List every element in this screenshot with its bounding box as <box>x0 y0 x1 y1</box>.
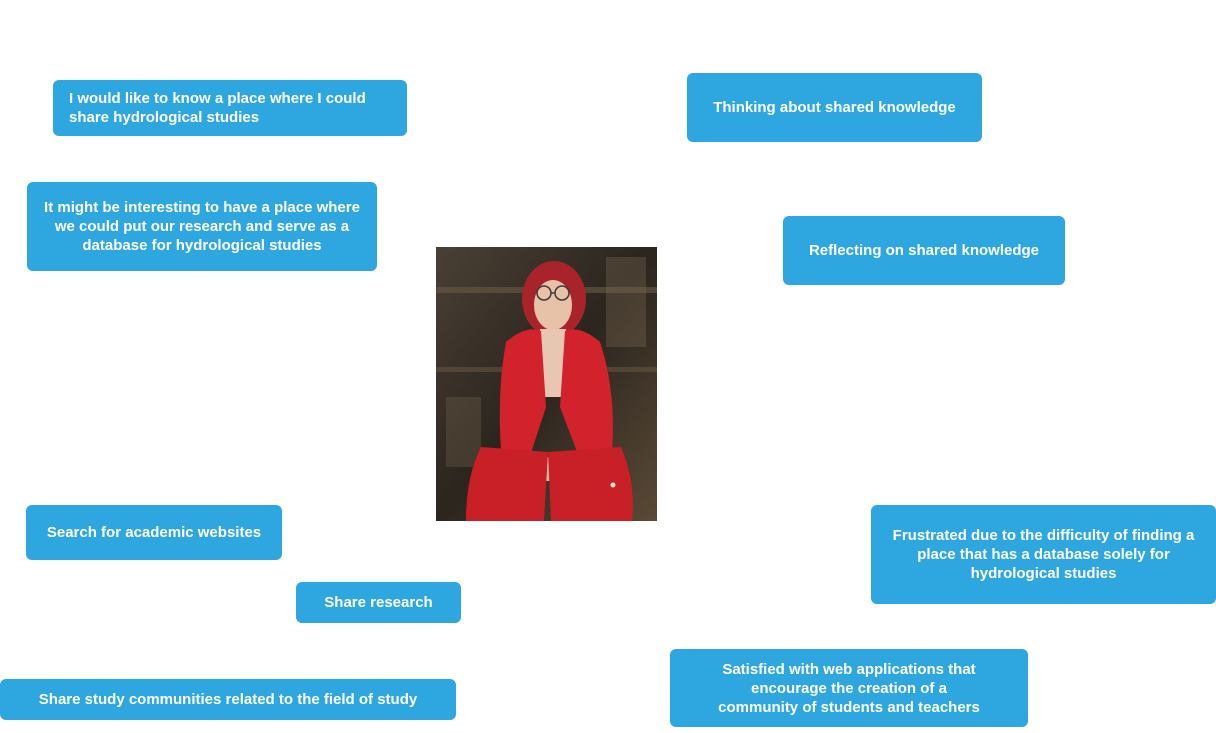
note-feels-frustrated: Frustrated due to the difficulty of find… <box>871 505 1216 604</box>
note-says-database-place: It might be interesting to have a place … <box>27 182 377 271</box>
persona-portrait-image <box>436 247 657 521</box>
note-text: Frustrated due to the difficulty of find… <box>892 527 1195 582</box>
note-feels-satisfied: Satisfied with web applications that enc… <box>670 649 1028 727</box>
note-text: Satisfied with web applications that enc… <box>718 660 980 716</box>
note-thinks-reflecting: Reflecting on shared knowledge <box>783 216 1065 285</box>
note-text: Share study communities related to the f… <box>38 691 418 708</box>
note-text: Reflecting on shared knowledge <box>808 242 1040 259</box>
note-text: Share research <box>324 594 433 611</box>
note-does-search-academic: Search for academic websites <box>26 505 282 560</box>
note-thinks-shared-knowledge: Thinking about shared knowledge <box>687 73 982 142</box>
note-does-share-research: Share research <box>296 582 461 623</box>
note-text: I would like to know a place where I cou… <box>69 90 366 126</box>
persona-photo <box>436 247 657 521</box>
note-text: Search for academic websites <box>46 524 262 541</box>
note-text: Thinking about shared knowledge <box>713 99 956 116</box>
note-says-share-place: I would like to know a place where I cou… <box>53 80 407 136</box>
note-text: It might be interesting to have a place … <box>44 199 360 254</box>
note-does-share-communities: Share study communities related to the f… <box>0 679 456 720</box>
